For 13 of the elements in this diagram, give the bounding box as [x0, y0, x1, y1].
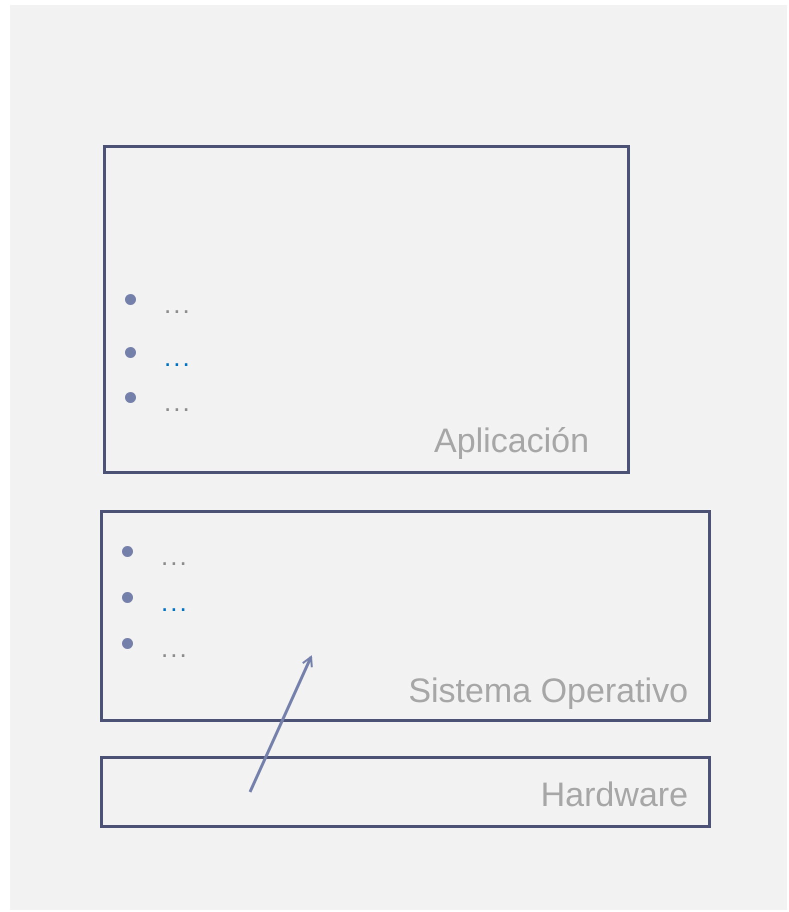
layer-title: Aplicación [434, 424, 589, 458]
list-item-text: ... [164, 344, 192, 370]
list-item-text: ... [161, 589, 189, 615]
list-item-text: ... [164, 389, 192, 415]
list-item-text: ... [161, 543, 189, 569]
layer-title: Sistema Operativo [408, 674, 688, 708]
arrow [248, 656, 313, 793]
list-item-text: ... [161, 635, 189, 661]
layer-box [103, 145, 630, 474]
layer-box [100, 756, 711, 828]
layer-box [100, 510, 711, 722]
layer-title: Hardware [540, 778, 688, 812]
list-item-text: ... [164, 291, 192, 317]
